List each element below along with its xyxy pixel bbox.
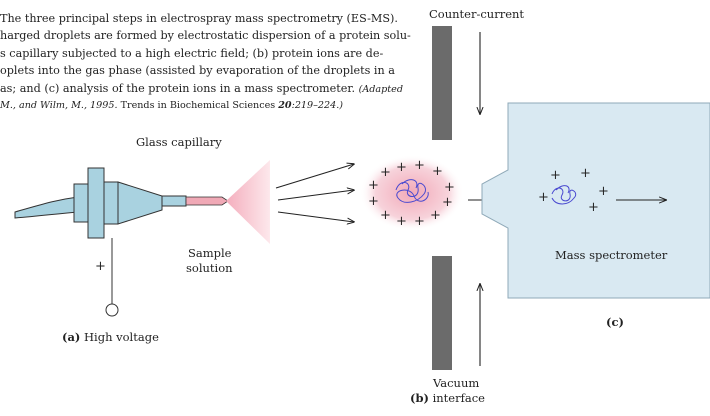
capillary-assembly <box>14 160 270 317</box>
charge-plus: + <box>432 164 443 179</box>
panel-c-label: (c) <box>606 315 624 329</box>
charge-plus: + <box>380 165 391 180</box>
panel-b-letter: (b) <box>410 391 429 405</box>
charge-plus: + <box>414 214 425 229</box>
charged-droplet <box>360 155 464 231</box>
protein-in-droplet <box>395 179 429 203</box>
glass-capillary-label: Glass capillary <box>136 135 222 149</box>
charge-plus: + <box>442 195 453 210</box>
counter-current-label: Counter-current <box>429 7 525 21</box>
interface-plate-upper <box>432 26 452 140</box>
charge-plus: + <box>368 178 379 193</box>
sample-tip <box>185 196 229 206</box>
spray-arrow-lower <box>277 211 354 222</box>
interface-plate-lower <box>432 256 452 370</box>
mass-spectrometer-housing <box>481 102 710 299</box>
vacuum-label: Vacuum <box>433 376 480 390</box>
voltage-plus-sign: + <box>95 259 106 274</box>
sample-label-line2: solution <box>186 261 233 275</box>
caption-journal: Trends in Biochemical Sciences <box>117 99 279 111</box>
caption-line-5-text: as; and (c) analysis of the protein ions… <box>0 81 359 95</box>
charge-plus: + <box>368 194 379 209</box>
panel-b-caption: (b) interface <box>410 391 485 405</box>
capillary-body <box>87 167 105 239</box>
caption-pages: :219–224.) <box>291 99 344 111</box>
capillary-collar-right <box>103 181 119 225</box>
protein-ion <box>551 185 577 205</box>
caption-line-6: M., and Wilm, M., 1995. Trends in Bioche… <box>0 97 418 114</box>
caption-line-4: oplets into the gas phase (assisted by e… <box>0 64 395 78</box>
charge-plus: + <box>396 214 407 229</box>
electrode-terminal <box>105 303 119 317</box>
panel-b-text: interface <box>432 391 485 405</box>
charge-plus: + <box>444 180 455 195</box>
caption-line-5: as; and (c) analysis of the protein ions… <box>0 80 418 97</box>
capillary-needle <box>161 195 187 207</box>
charge-plus: + <box>538 190 549 205</box>
spray-arrow-middle <box>277 190 354 201</box>
charge-plus: + <box>588 200 599 215</box>
caption-line-2: harged droplets are formed by electrosta… <box>0 29 411 43</box>
panel-a-text: High voltage <box>84 330 159 344</box>
charge-plus: + <box>414 158 425 173</box>
caption-line-3: s capillary subjected to a high electric… <box>0 46 384 60</box>
charge-plus: + <box>580 166 591 181</box>
charge-plus: + <box>396 160 407 175</box>
mass-spectrometer-label: Mass spectrometer <box>555 248 668 262</box>
capillary-cone <box>117 181 163 225</box>
spray-cone <box>226 160 270 244</box>
charge-plus: + <box>380 208 391 223</box>
caption-adapted-note: (Adapted <box>358 83 403 95</box>
caption-line-1: The three principal steps in electrospra… <box>0 12 398 25</box>
caption-volume: 20 <box>278 99 292 111</box>
charge-plus: + <box>550 168 561 183</box>
sample-tube <box>14 196 79 219</box>
panel-a-letter: (a) <box>62 330 81 344</box>
sample-label-line1: Sample <box>188 246 232 260</box>
charge-plus: + <box>430 208 441 223</box>
charge-plus: + <box>598 184 609 199</box>
figure-caption: The three principal steps in electrospra… <box>0 10 418 114</box>
spray-arrow-upper <box>275 164 354 189</box>
panel-a-caption: (a) High voltage <box>62 330 159 344</box>
caption-authors: M., and Wilm, M., 1995. <box>0 99 118 111</box>
